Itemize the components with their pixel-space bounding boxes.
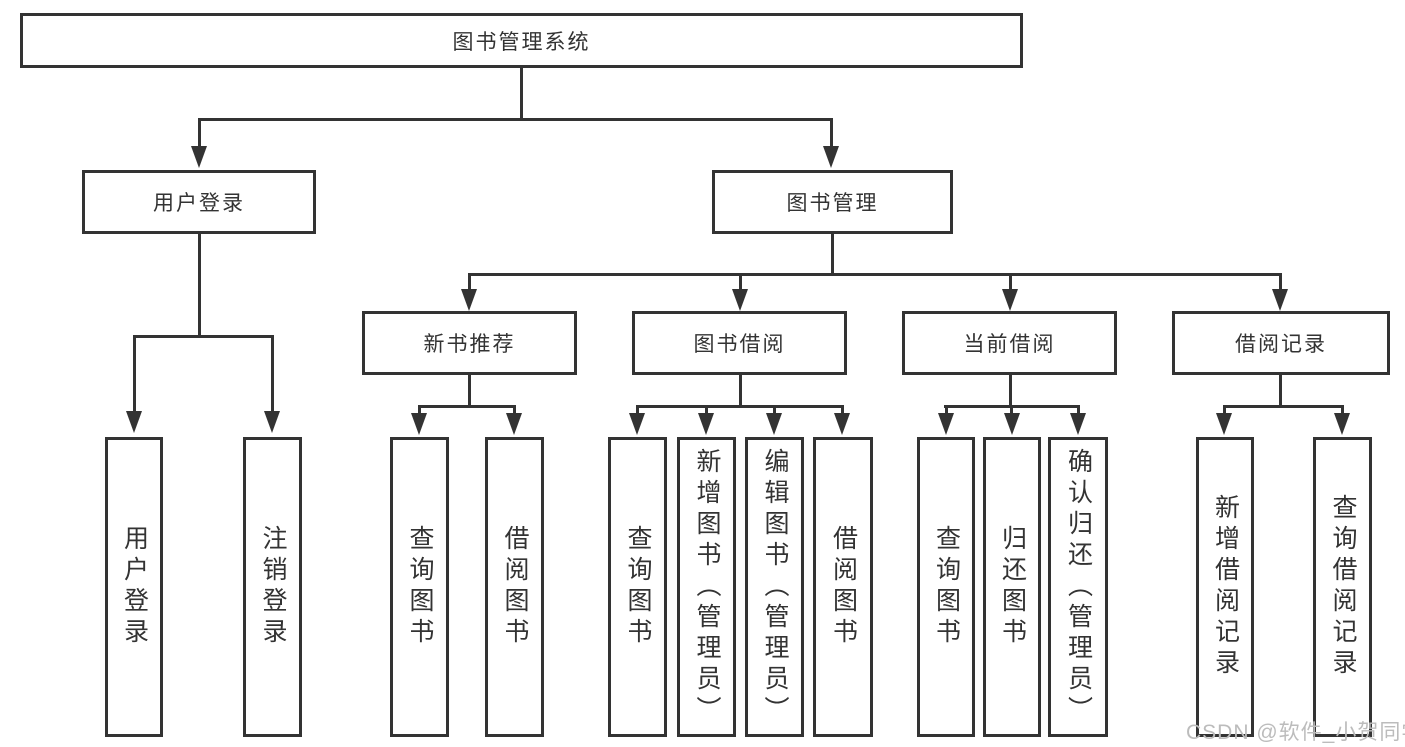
leaf-add-books-admin: 新增图书（管理员） bbox=[677, 437, 736, 737]
connector bbox=[198, 118, 201, 148]
node-current-borrow: 当前借阅 bbox=[902, 311, 1117, 375]
leaf-edit-books-admin: 编辑图书（管理员） bbox=[745, 437, 804, 737]
connector bbox=[830, 118, 833, 148]
leaf-confirm-return-admin: 确认归还（管理员） bbox=[1048, 437, 1108, 737]
connector bbox=[636, 405, 639, 415]
leaf-query-borrow-record: 查询借阅记录 bbox=[1313, 437, 1372, 737]
connector bbox=[1341, 405, 1344, 415]
leaf-return-books: 归还图书 bbox=[983, 437, 1041, 737]
connector bbox=[841, 405, 844, 415]
connector bbox=[271, 335, 274, 413]
connector bbox=[198, 118, 833, 121]
connector bbox=[468, 373, 471, 407]
connector bbox=[513, 405, 516, 415]
arrowhead bbox=[461, 289, 477, 311]
arrowhead bbox=[1002, 289, 1018, 311]
node-new-book-recommend: 新书推荐 bbox=[362, 311, 577, 375]
connector bbox=[1009, 373, 1012, 407]
connector bbox=[831, 234, 834, 275]
connector bbox=[133, 335, 274, 338]
arrowhead bbox=[732, 289, 748, 311]
connector bbox=[468, 273, 1281, 276]
arrowhead bbox=[629, 413, 645, 435]
connector bbox=[1009, 273, 1012, 291]
connector bbox=[945, 405, 948, 415]
leaf-borrow-books-recommend: 借阅图书 bbox=[485, 437, 544, 737]
connector bbox=[1279, 273, 1282, 291]
leaf-borrow-books: 借阅图书 bbox=[813, 437, 873, 737]
arrowhead bbox=[823, 146, 839, 168]
connector bbox=[1223, 405, 1226, 415]
leaf-query-books-recommend: 查询图书 bbox=[390, 437, 449, 737]
arrowhead bbox=[1272, 289, 1288, 311]
connector bbox=[739, 373, 742, 407]
arrowhead bbox=[1216, 413, 1232, 435]
leaf-logout: 注销登录 bbox=[243, 437, 302, 737]
leaf-user-login: 用户登录 bbox=[105, 437, 163, 737]
connector bbox=[1010, 405, 1013, 415]
connector bbox=[1279, 373, 1282, 407]
leaf-add-borrow-record: 新增借阅记录 bbox=[1196, 437, 1254, 737]
node-book-management: 图书管理 bbox=[712, 170, 953, 234]
arrowhead bbox=[1334, 413, 1350, 435]
connector bbox=[198, 234, 201, 337]
arrowhead bbox=[506, 413, 522, 435]
node-borrow-records: 借阅记录 bbox=[1172, 311, 1390, 375]
node-user-login: 用户登录 bbox=[82, 170, 316, 234]
connector bbox=[520, 68, 523, 119]
leaf-query-books-borrow: 查询图书 bbox=[608, 437, 667, 737]
connector bbox=[1223, 405, 1344, 408]
arrowhead bbox=[1004, 413, 1020, 435]
connector bbox=[636, 405, 844, 408]
arrowhead bbox=[1070, 413, 1086, 435]
connector bbox=[705, 405, 708, 415]
arrowhead bbox=[766, 413, 782, 435]
arrowhead bbox=[698, 413, 714, 435]
arrowhead bbox=[126, 411, 142, 433]
arrowhead bbox=[411, 413, 427, 435]
leaf-query-books-current: 查询图书 bbox=[917, 437, 975, 737]
arrowhead bbox=[191, 146, 207, 168]
connector bbox=[468, 273, 471, 291]
arrowhead bbox=[834, 413, 850, 435]
connector bbox=[1077, 405, 1080, 415]
arrowhead bbox=[264, 411, 280, 433]
arrowhead bbox=[938, 413, 954, 435]
node-book-borrow: 图书借阅 bbox=[632, 311, 847, 375]
connector bbox=[418, 405, 516, 408]
connector bbox=[739, 273, 742, 291]
connector bbox=[418, 405, 421, 415]
node-library-system: 图书管理系统 bbox=[20, 13, 1023, 68]
connector bbox=[773, 405, 776, 415]
csdn-watermark: CSDN @软件_小贺同学 bbox=[1186, 721, 1405, 744]
connector bbox=[133, 335, 136, 413]
